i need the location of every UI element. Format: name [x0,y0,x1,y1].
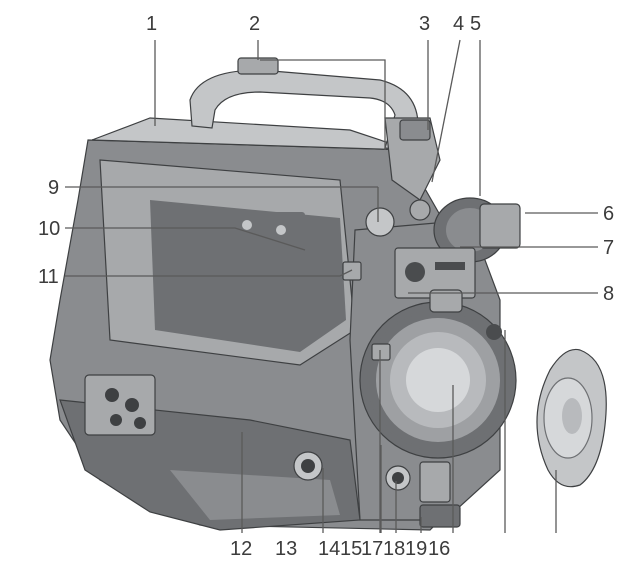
callout-6: 6 [603,203,614,225]
callout-10: 10 [38,218,60,240]
callout-16: 16 [428,538,450,560]
callout-8: 8 [603,283,614,305]
callout-11: 11 [38,266,59,288]
callout-5: 5 [470,13,481,35]
callout-19: 19 [405,538,427,560]
callout-18: 18 [383,538,405,560]
callout-13: 13 [275,538,297,560]
leader-lines [65,39,598,533]
callout-12: 12 [230,538,252,560]
callout-1: 1 [146,13,157,35]
callout-numbers: 1 2 3 4 5 6 7 8 9 10 11 12 13 14 15 17 1… [38,13,614,560]
callout-2: 2 [249,13,260,35]
callout-15: 15 [340,538,362,560]
camera-body [49,57,521,531]
callout-14: 14 [318,538,340,560]
mount-cap [536,348,607,488]
callout-17: 17 [361,538,383,560]
callout-7: 7 [603,237,614,259]
callout-4: 4 [453,13,464,35]
callout-3: 3 [419,13,430,35]
callout-9: 9 [48,177,59,199]
